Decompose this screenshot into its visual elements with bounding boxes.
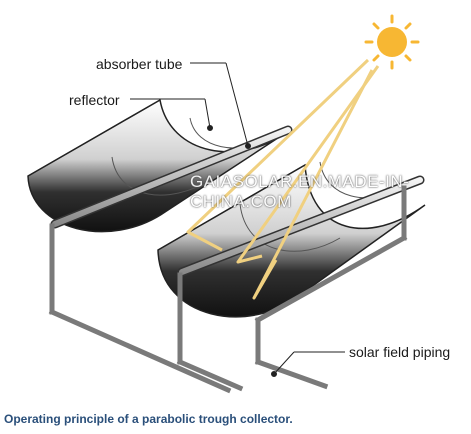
rear-trough — [27, 98, 291, 233]
front-trough — [157, 161, 426, 318]
support-frame — [48, 185, 408, 394]
absorber-tube-front — [177, 175, 425, 277]
parabolic-trough-diagram — [27, 14, 426, 394]
leader-lines — [130, 62, 345, 377]
figure-caption: Operating principle of a parabolic troug… — [4, 412, 293, 426]
solar-field-piping-label: solar field piping — [349, 344, 451, 360]
sun-icon — [364, 14, 420, 70]
sun-rays — [186, 58, 380, 300]
reflector-label: reflector — [69, 92, 120, 108]
absorber-tube-label: absorber tube — [96, 56, 183, 72]
watermark-text: GAIASOLAR.EN.MADE-IN-CHINA.COM — [190, 172, 410, 211]
